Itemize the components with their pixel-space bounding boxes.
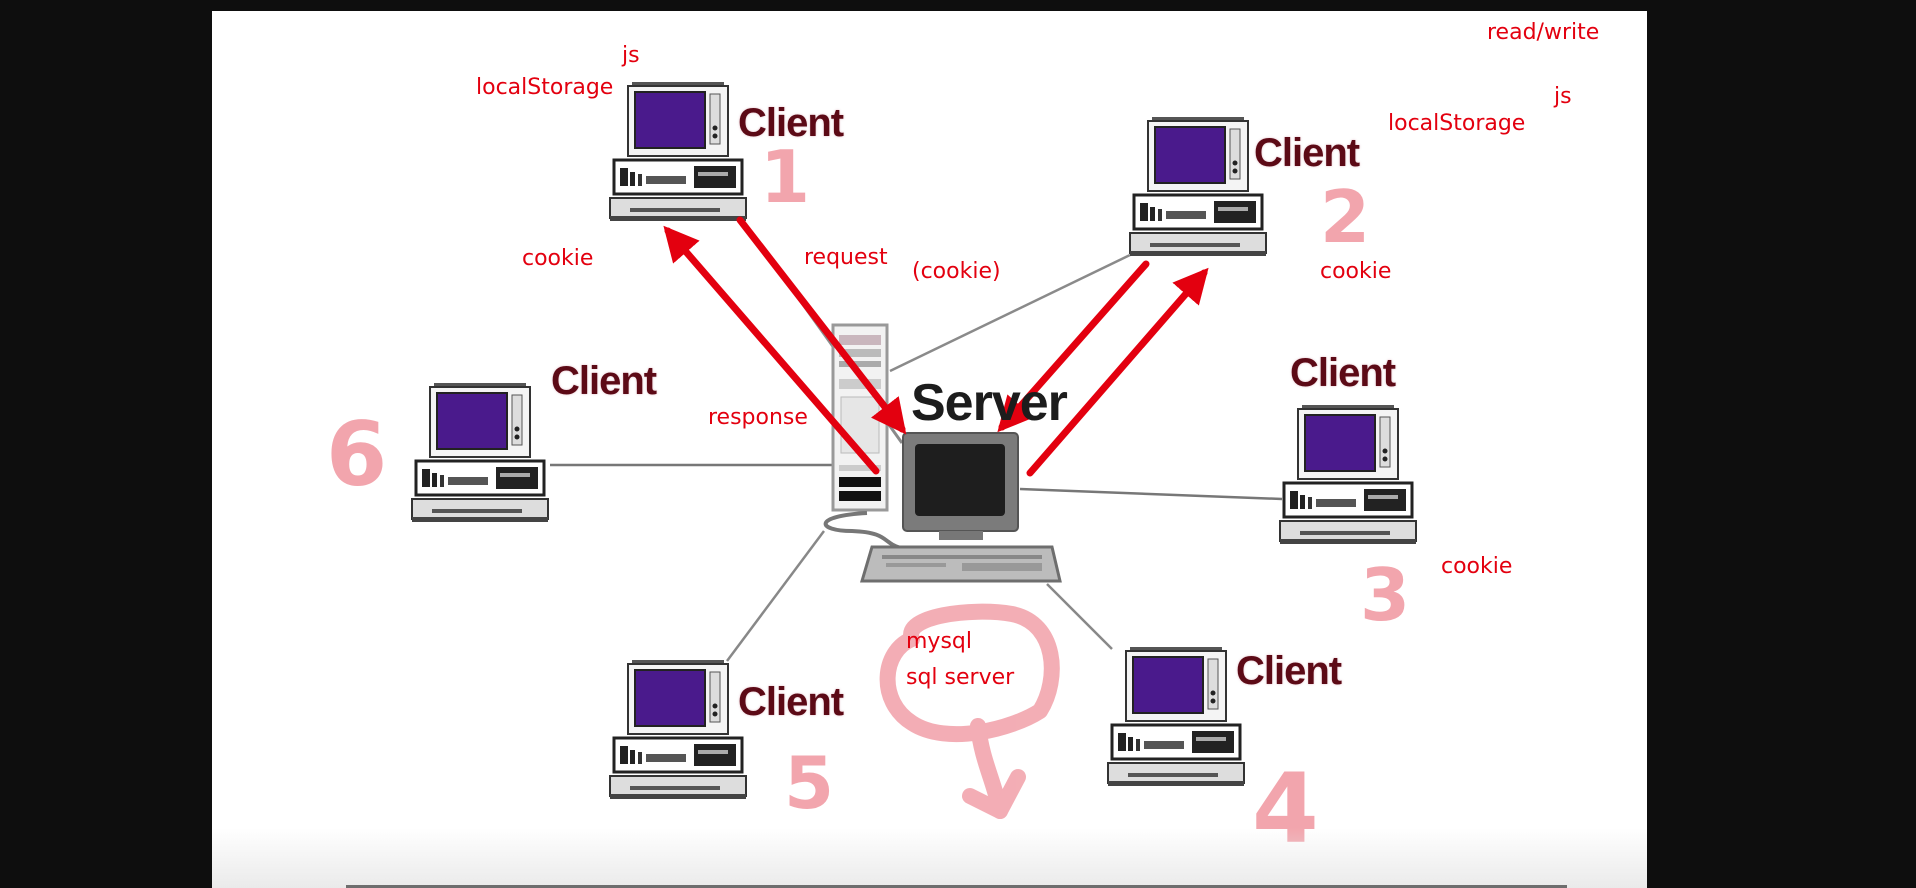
link-client4 [1046, 583, 1113, 650]
database-loop [879, 603, 1060, 743]
client-label-4: Client [1236, 649, 1342, 693]
client-number-2: 2 [1320, 175, 1371, 259]
link-client5 [725, 530, 826, 662]
server-keyboard [859, 545, 1062, 583]
client-computer-1[interactable] [608, 80, 748, 223]
annotation-cookie-client3: cookie [1441, 554, 1513, 579]
client-computer-6[interactable] [410, 381, 550, 524]
client-number-3: 3 [1360, 553, 1411, 637]
client-label-3: Client [1290, 351, 1396, 395]
annotation-cookie-client2: cookie [1320, 259, 1392, 284]
database-highlight [879, 603, 1060, 819]
client-number-6: 6 [326, 403, 388, 506]
link-client3 [1019, 487, 1283, 501]
request-arrow-client2 [997, 260, 1150, 433]
server-monitor [902, 432, 1019, 540]
server-label: Server [911, 374, 1068, 432]
annotation-request: request [804, 245, 888, 270]
annotation-read-write: read/write [1487, 20, 1600, 45]
annotation-request-cookie: (cookie) [912, 259, 1001, 284]
client-computer-2[interactable] [1128, 115, 1268, 258]
client-computer-4[interactable] [1106, 645, 1246, 788]
link-client2 [889, 253, 1131, 373]
annotation-js-client2: js [1554, 84, 1572, 109]
response-arrow-client1 [663, 225, 880, 475]
client-label-2: Client [1254, 131, 1360, 175]
http-arrows [663, 216, 1209, 477]
annotation-response: response [708, 405, 808, 430]
diagram-canvas: Server Client Client Client Client Clien… [212, 11, 1647, 888]
client-label-5: Client [738, 680, 844, 724]
client-number-5: 5 [784, 741, 835, 825]
database-down-arrowhead [962, 769, 1026, 819]
client-label-1: Client [738, 101, 844, 145]
request-arrow-client1 [736, 216, 907, 435]
bottom-shadow [212, 828, 1647, 888]
client-number-1: 1 [760, 135, 811, 219]
annotation-db-mysql: mysql [906, 629, 972, 654]
client-computer-5[interactable] [608, 658, 748, 801]
bottom-edge-line [346, 885, 1567, 888]
client-computer-3[interactable] [1278, 403, 1418, 546]
annotation-localstorage-client1: localStorage [476, 75, 614, 100]
response-arrow-client2 [1026, 267, 1209, 477]
annotation-localstorage-client2: localStorage [1388, 111, 1526, 136]
annotation-js-client1: js [622, 43, 640, 68]
annotation-db-sqlserver: sql server [906, 665, 1015, 690]
network-scene [410, 80, 1418, 819]
annotation-cookie-client1: cookie [522, 246, 594, 271]
client-label-6: Client [551, 359, 657, 403]
